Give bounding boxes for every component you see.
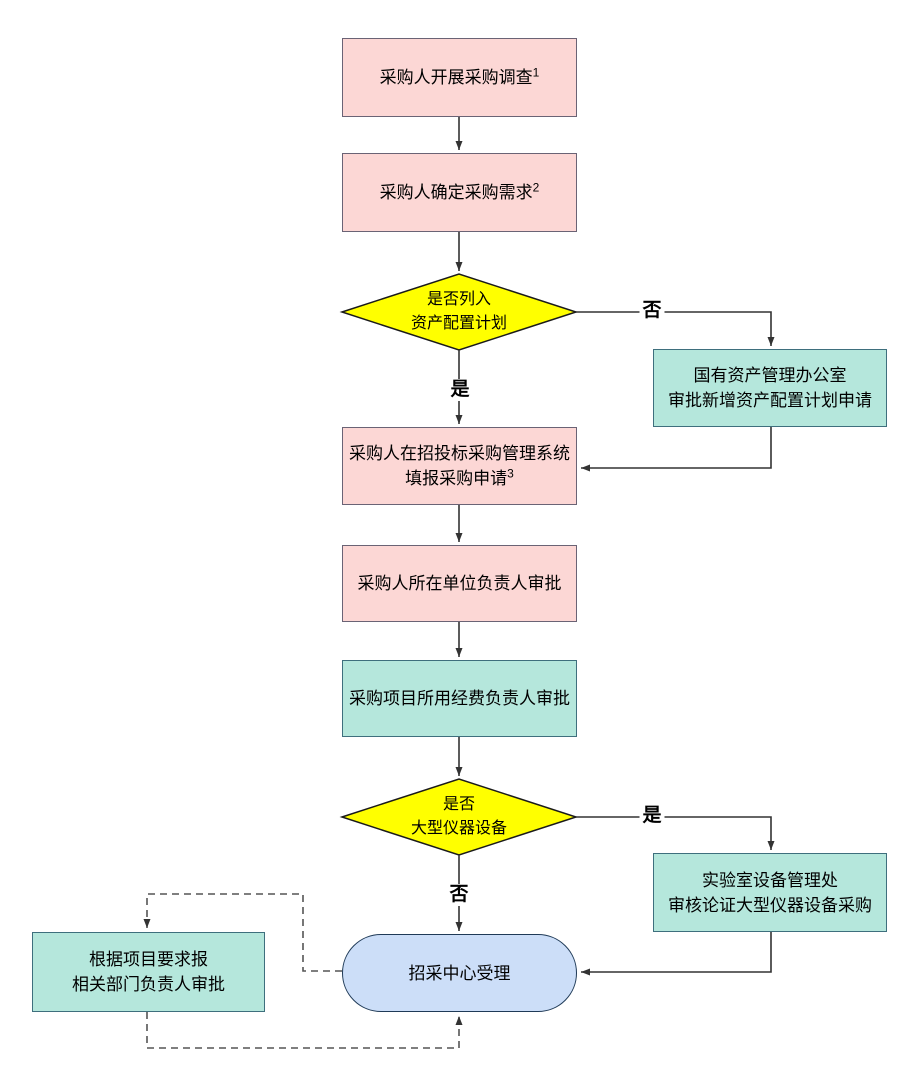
node-state-asset-office: 国有资产管理办公室 审批新增资产配置计划申请 bbox=[653, 349, 887, 427]
edge-label-equipment-yes: 是 bbox=[639, 805, 665, 827]
superscript-note-3: 3 bbox=[507, 466, 514, 481]
node-fund-leader-approval: 采购项目所用经费负责人审批 bbox=[342, 660, 577, 737]
node-procurement-center-accept: 招采中心受理 bbox=[342, 934, 577, 1012]
edge-lab-office-to-center bbox=[581, 932, 772, 976]
node-label: 根据项目要求报 bbox=[89, 950, 208, 969]
node-label: 审核论证大型仪器设备采购 bbox=[668, 895, 872, 915]
node-label: 招采中心受理 bbox=[408, 963, 511, 983]
node-procurement-survey: 采购人开展采购调查1 bbox=[342, 38, 577, 117]
edge-asset-decision-no-to-asset-office bbox=[576, 311, 775, 346]
node-label: 采购人所在单位负责人审批 bbox=[357, 574, 562, 593]
edge-label-asset-yes: 是 bbox=[447, 379, 473, 401]
edge-asset-office-to-apply bbox=[581, 427, 772, 472]
edge-label-equipment-no: 否 bbox=[446, 884, 472, 906]
node-label: 审批新增资产配置计划申请 bbox=[668, 391, 872, 410]
node-apply-in-system: 采购人在招投标采购管理系统 填报采购申请3 bbox=[342, 427, 577, 505]
node-label: 是否列入 bbox=[426, 291, 491, 308]
node-decision-asset-plan: 是否列入 资产配置计划 bbox=[342, 280, 576, 344]
node-related-dept-approval: 根据项目要求报 相关部门负责人审批 bbox=[32, 932, 265, 1012]
node-procurement-demand: 采购人确定采购需求2 bbox=[342, 153, 577, 232]
node-label: 相关部门负责人审批 bbox=[72, 975, 225, 994]
node-unit-leader-approval: 采购人所在单位负责人审批 bbox=[342, 545, 577, 622]
superscript-note-1: 1 bbox=[532, 65, 540, 80]
node-decision-large-equipment: 是否 大型仪器设备 bbox=[342, 785, 576, 849]
node-label: 采购人在招投标采购管理系统 bbox=[349, 444, 570, 463]
node-label: 国有资产管理办公室 bbox=[693, 366, 847, 385]
edge-center-to-related-dept-dashed bbox=[143, 893, 342, 972]
edge-label-asset-no: 否 bbox=[639, 300, 665, 322]
node-label: 资产配置计划 bbox=[410, 315, 507, 332]
edge-related-dept-to-center-dashed bbox=[146, 1012, 463, 1049]
node-label: 填报采购申请3 bbox=[405, 466, 514, 488]
node-label: 采购项目所用经费负责人审批 bbox=[349, 689, 570, 708]
node-label: 实验室设备管理处 bbox=[702, 870, 838, 890]
node-lab-equipment-office: 实验室设备管理处 审核论证大型仪器设备采购 bbox=[653, 853, 887, 932]
node-label: 采购人开展采购调查1 bbox=[379, 65, 540, 87]
node-label: 大型仪器设备 bbox=[410, 820, 507, 837]
superscript-note-2: 2 bbox=[532, 180, 540, 195]
node-label: 是否 bbox=[442, 796, 475, 813]
node-label: 采购人确定采购需求2 bbox=[379, 180, 540, 202]
edge-equipment-decision-yes-to-lab-office bbox=[576, 816, 775, 850]
